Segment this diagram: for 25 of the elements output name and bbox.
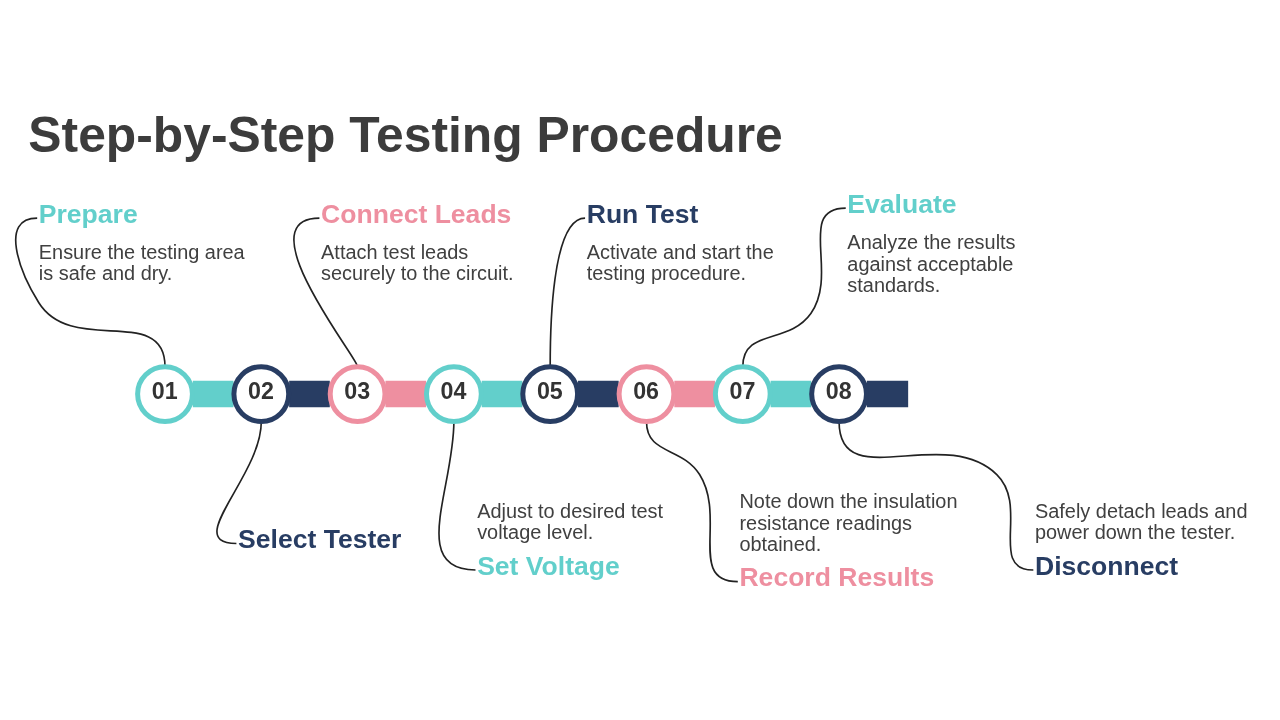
connector bbox=[674, 380, 715, 408]
connector bbox=[481, 380, 523, 408]
node-text: Select Tester bbox=[238, 524, 402, 555]
connector bbox=[385, 380, 427, 408]
node-text: Connect Leads Attach test leads securely to the circuit. bbox=[321, 198, 514, 285]
connector bbox=[770, 380, 812, 408]
node-circle: 08 bbox=[809, 364, 869, 424]
node-text: Safely detach leads and power down the tester. Disconnect bbox=[1034, 499, 1248, 581]
node-circle: 02 bbox=[231, 364, 292, 424]
connector bbox=[866, 380, 909, 408]
connector bbox=[578, 380, 619, 408]
connector bbox=[192, 380, 234, 408]
node-circle: 01 bbox=[135, 364, 195, 424]
node-text: Note down the insulation resistance readings obtained. Record Results bbox=[739, 489, 958, 593]
node-text: Run Test Activate and start the testing procedure. bbox=[586, 198, 774, 285]
node-circle: 07 bbox=[712, 364, 773, 424]
node-text: Adjust to desired test voltage level. Set Voltage bbox=[477, 499, 664, 581]
diagram-title: Step-by-Step Testing Procedure bbox=[28, 107, 783, 164]
node-text: Evaluate Analyze the results against acceptable standards. bbox=[847, 188, 1016, 297]
node-circle: 04 bbox=[424, 364, 484, 424]
node-circle: 03 bbox=[327, 364, 388, 424]
node-text: Prepare Ensure the testing area is safe and dry. bbox=[38, 198, 245, 285]
node-circle: 05 bbox=[520, 364, 581, 424]
connector bbox=[289, 380, 330, 408]
node-circle: 06 bbox=[616, 364, 677, 424]
